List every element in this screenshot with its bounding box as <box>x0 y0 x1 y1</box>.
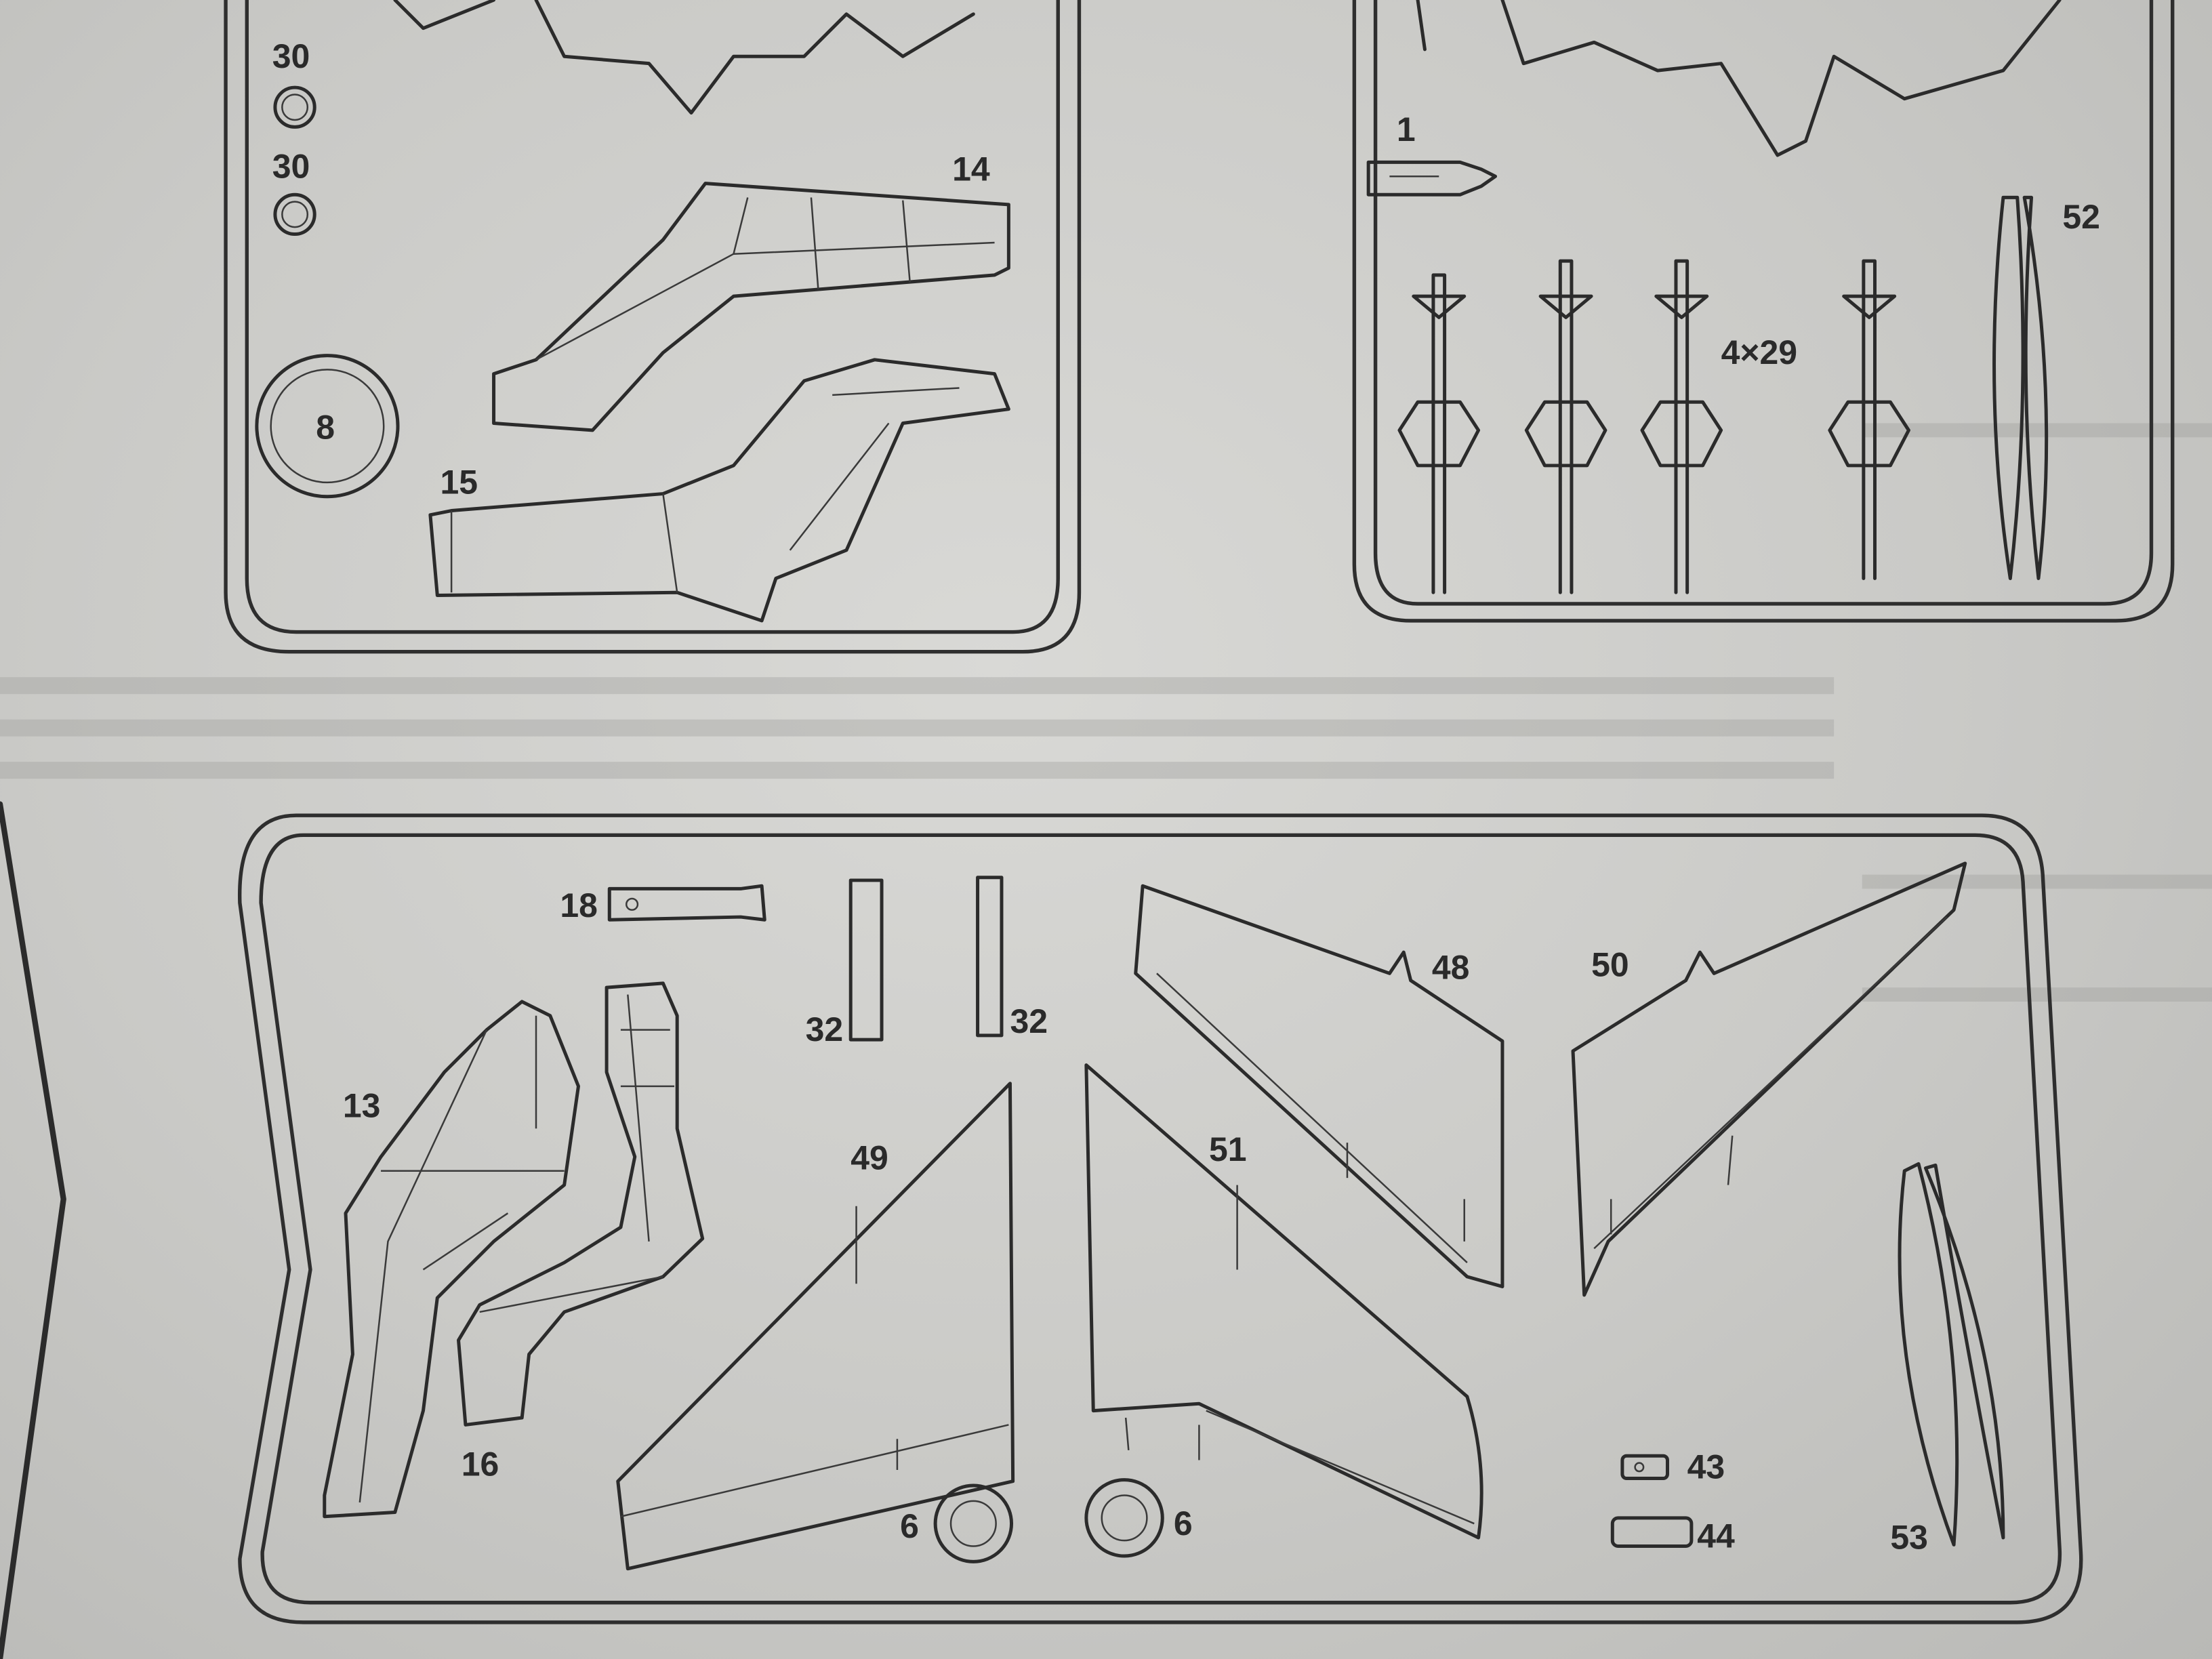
part-18-strut <box>607 884 766 922</box>
part-44-block <box>1610 1516 1694 1548</box>
label-part-14: 14 <box>952 150 990 188</box>
label-part-48: 48 <box>1432 949 1470 987</box>
part-53-tank-halves <box>1898 1162 2005 1547</box>
label-part-50: 50 <box>1591 945 1629 983</box>
label-part-32a: 32 <box>806 1010 844 1048</box>
label-part-6b: 6 <box>1174 1504 1193 1542</box>
label-part-52: 52 <box>2062 198 2100 236</box>
bleed-through-text <box>0 423 2212 1002</box>
part-6-wheel-b <box>1084 1478 1164 1558</box>
label-part-16: 16 <box>462 1445 499 1483</box>
label-part-43: 43 <box>1687 1448 1725 1486</box>
label-part-49: 49 <box>851 1139 888 1177</box>
part-43-small-block <box>1620 1454 1669 1481</box>
label-part-8: 8 <box>316 408 335 446</box>
sprue-frame-top-right <box>1352 0 2175 623</box>
label-part-29: 4×29 <box>1721 333 1797 371</box>
part-14-intake <box>492 182 1010 432</box>
label-part-32b: 32 <box>1010 1002 1048 1040</box>
label-part-44: 44 <box>1697 1517 1735 1555</box>
part-wing-fragment-top-left <box>393 0 975 115</box>
label-part-13: 13 <box>343 1087 381 1125</box>
part-1-pitot <box>1366 160 1498 197</box>
part-50-tailplane <box>1571 861 1967 1297</box>
part-32b-rod <box>976 876 1004 1038</box>
part-16-intake <box>457 981 705 1427</box>
label-part-6a: 6 <box>900 1507 919 1545</box>
label-part-51: 51 <box>1209 1130 1247 1168</box>
part-48-tailplane <box>1134 884 1504 1288</box>
part-49-wing <box>616 1082 1015 1571</box>
label-part-53: 53 <box>1890 1519 1928 1557</box>
label-part-15: 15 <box>440 464 478 501</box>
label-part-1: 1 <box>1397 110 1416 148</box>
part-15-intake <box>428 358 1010 623</box>
part-32a-rod <box>848 878 884 1042</box>
part-6-wheel-a <box>933 1483 1014 1563</box>
label-part-30b: 30 <box>272 147 310 185</box>
sprue-frame-bottom <box>238 813 2083 1624</box>
part-30-ring-b <box>273 192 316 237</box>
part-30-ring-a <box>273 85 316 129</box>
part-8-wheel <box>255 354 400 499</box>
part-29-missiles <box>1397 259 1910 594</box>
part-13-intake <box>323 1000 580 1519</box>
sprue-frame-top-left <box>224 0 1082 654</box>
page-edge-mark <box>0 801 66 1659</box>
part-52-tank-halves <box>1992 195 2049 580</box>
part-wing-fragment-top-right <box>1416 0 2062 157</box>
label-part-18: 18 <box>560 886 598 924</box>
part-51-wing <box>1084 1063 1483 1540</box>
label-part-30a: 30 <box>272 37 310 75</box>
